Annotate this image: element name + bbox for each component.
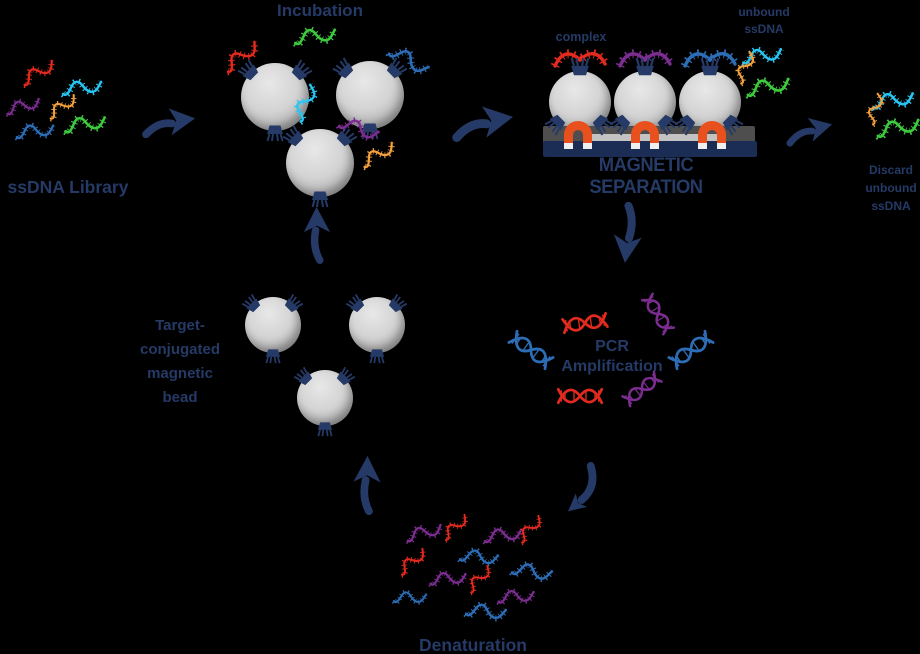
discard-label-line2: unbound [865, 181, 917, 195]
target-bead-label-line4: bead [162, 389, 198, 406]
ssdna-strand-icon [392, 543, 432, 580]
flow-arrow-pcr-to-denaturation [551, 461, 599, 517]
magnet-icon [628, 121, 662, 151]
ssdna-strand-icon [61, 110, 109, 139]
target-protein-icon [368, 348, 386, 365]
flow-arrow-library-to-incubation [140, 98, 200, 144]
discard-label-line1: Discard [868, 163, 914, 177]
ssdna-strand-icon [436, 509, 474, 545]
magnet-icon [695, 121, 729, 151]
flow-arrow-separation-to-pcr [605, 201, 650, 267]
flow-arrow-denaturation-to-beads [348, 453, 386, 514]
incubation-title: Incubation [277, 1, 363, 20]
flow-arrow-separation-to-discard [782, 106, 838, 152]
unbound-label: unbound ssDNA [729, 4, 799, 38]
unbound-label-line1: unbound [738, 5, 790, 19]
ssdna-strand-icon [291, 22, 339, 50]
dna-helix-icon [560, 311, 610, 335]
complex-label: complex [555, 30, 607, 44]
dna-helix-icon [640, 292, 676, 336]
target-bead-label-line2: conjugated [139, 341, 220, 358]
unbound-label-line2: ssDNA [744, 22, 784, 36]
ssdna-strand-icon [13, 119, 56, 144]
pcr-label-line2: Amplification [561, 357, 663, 375]
ssdna-strand-icon [742, 71, 793, 102]
ssdna-strand-icon [392, 587, 429, 607]
ssdna-strand-icon [463, 597, 510, 626]
target-bead-label: Target- conjugated magnetic bead [130, 314, 230, 410]
target-bead-label-line1: Target- [155, 317, 205, 334]
target-protein-icon [635, 57, 655, 77]
library-label: ssDNA Library [7, 177, 129, 197]
denaturation-label: Denaturation [419, 635, 527, 654]
flow-arrow-beads-to-incubation [301, 205, 333, 263]
discard-label: Discard unbound ssDNA [860, 161, 920, 215]
ssdna-strand-icon [872, 112, 920, 143]
discard-label-line3: ssDNA [871, 199, 911, 213]
dna-helix-icon [556, 387, 604, 405]
ssdna-strand-icon [15, 54, 60, 91]
flow-arrow-incubation-to-separation [448, 95, 519, 148]
target-protein-icon [264, 348, 282, 365]
target-protein-icon [570, 57, 590, 77]
ssdna-strand-icon [508, 556, 556, 588]
ssdna-strand-icon [2, 92, 43, 119]
pcr-label: PCR Amplification [546, 337, 678, 376]
target-protein-icon [316, 421, 334, 438]
target-protein-icon [700, 57, 720, 77]
pcr-label-line1: PCR [595, 338, 629, 355]
magnetic-separation-title: MAGNETIC SEPARATION [589, 155, 703, 198]
target-bead-label-line3: magnetic [147, 365, 213, 382]
magnet-icon [561, 121, 595, 151]
